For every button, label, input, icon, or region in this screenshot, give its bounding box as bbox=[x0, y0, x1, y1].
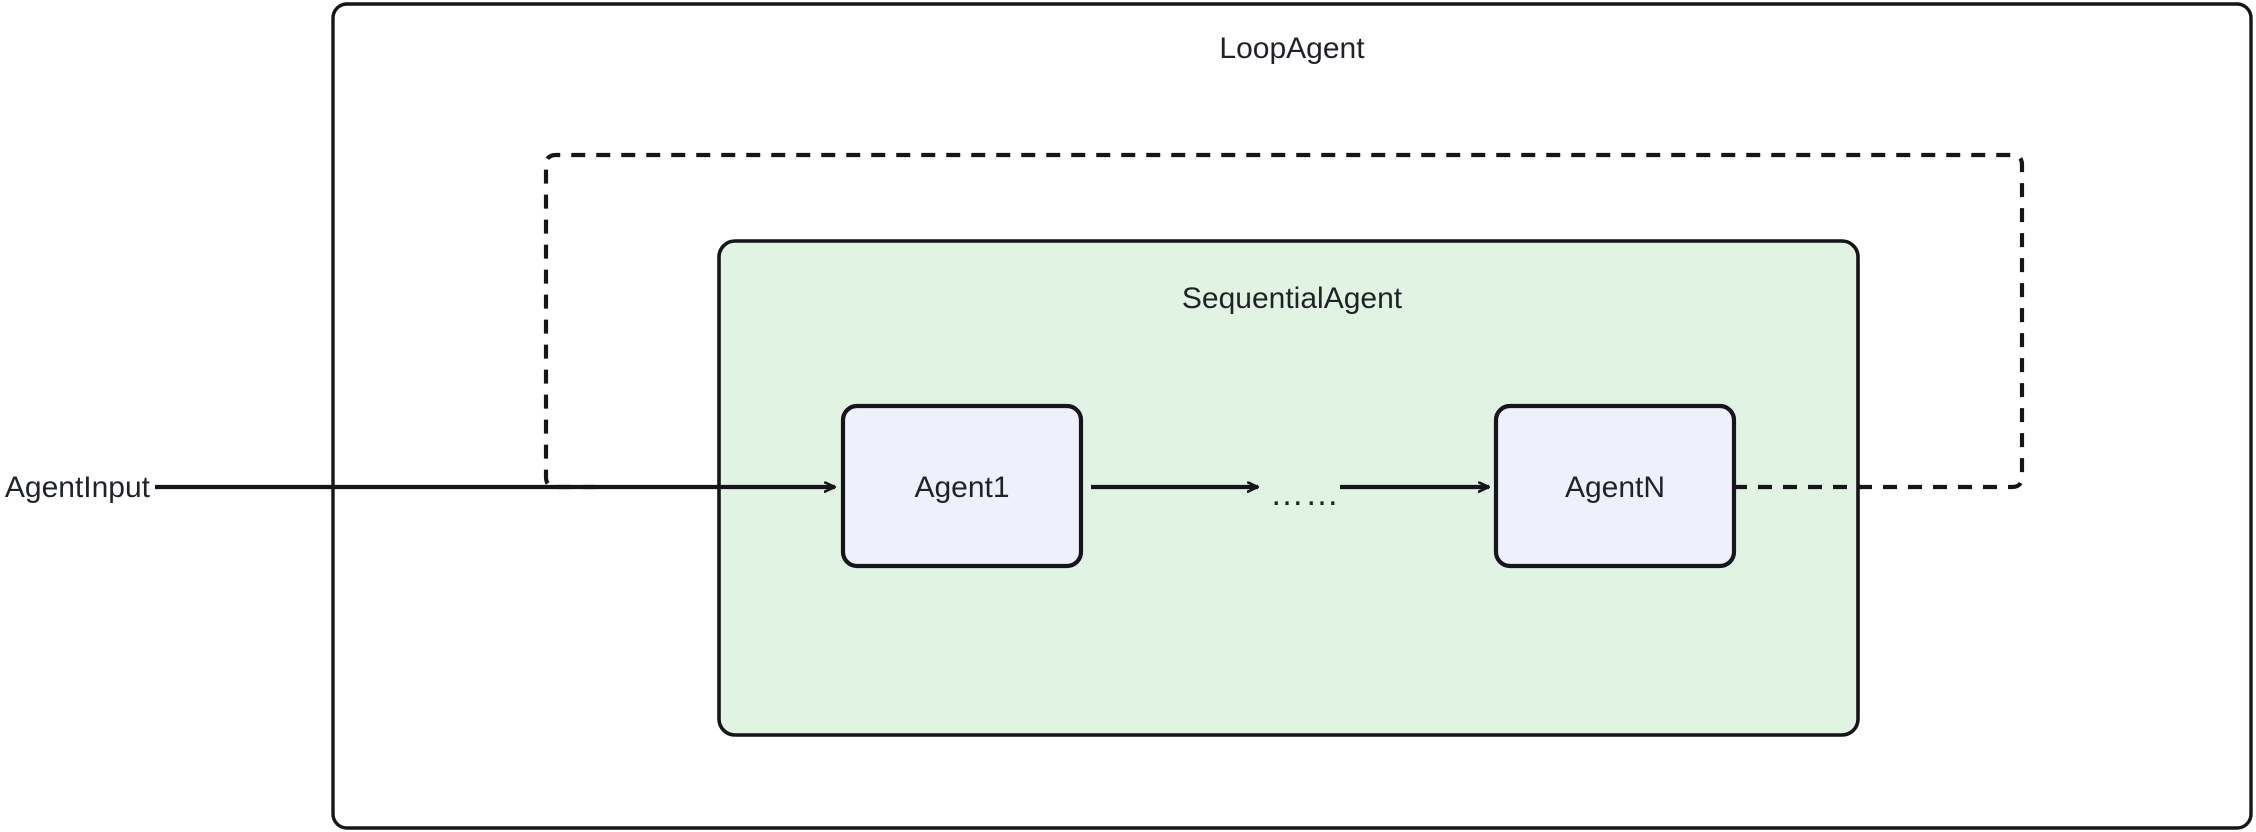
loopback-edge[interactable] bbox=[543, 152, 2025, 490]
agent-1-label: Agent1 bbox=[914, 471, 1009, 504]
agent-n-label: AgentN bbox=[1565, 471, 1665, 504]
loop-agent-label: LoopAgent bbox=[1219, 32, 1365, 65]
ellipsis-label: …… bbox=[1270, 475, 1340, 513]
agent-n-node[interactable] bbox=[1493, 403, 1737, 569]
agent-1-node[interactable] bbox=[840, 403, 1084, 569]
sequential-agent-label: SequentialAgent bbox=[1182, 282, 1403, 315]
input-edge-label: AgentInput bbox=[5, 471, 151, 504]
